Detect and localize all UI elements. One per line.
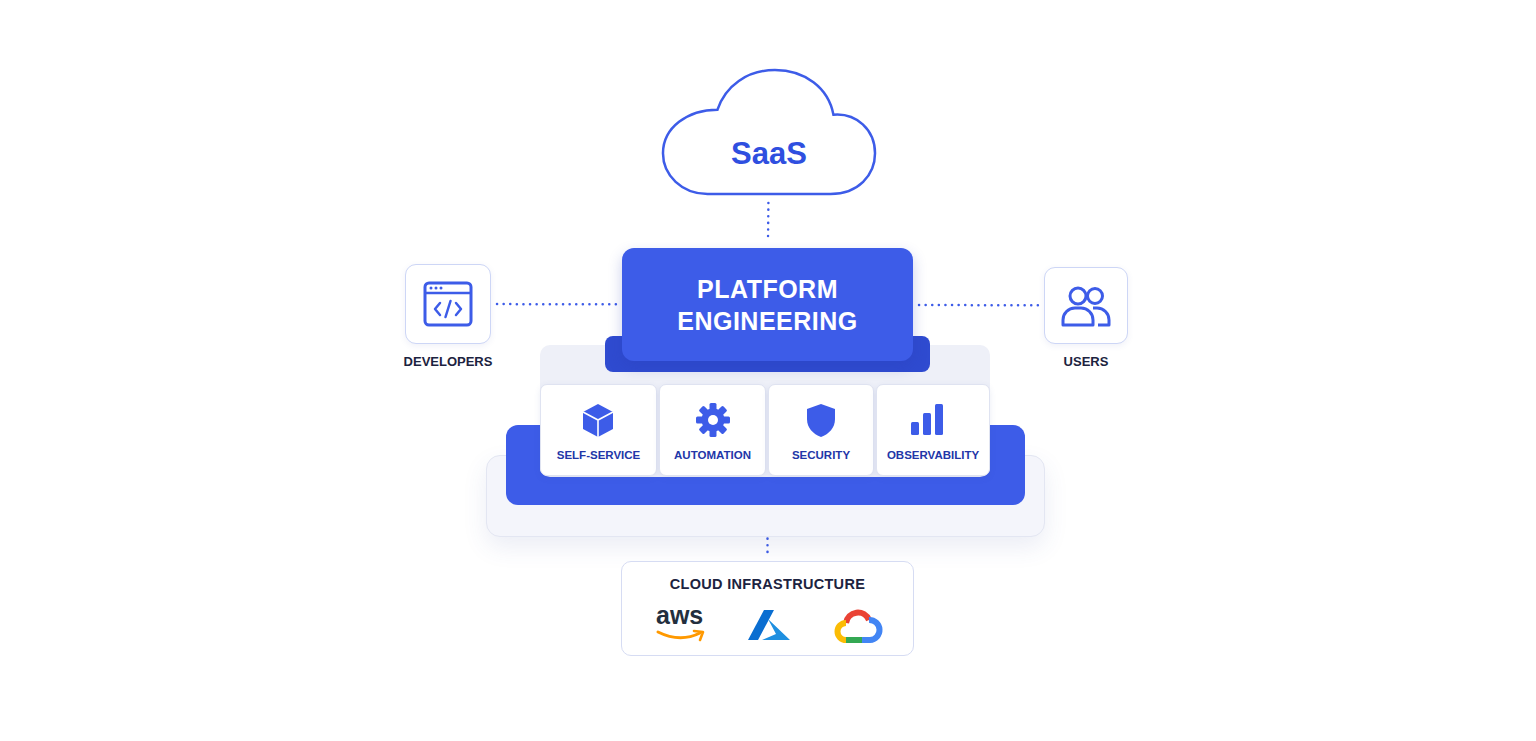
capability-label: AUTOMATION [660, 449, 765, 461]
actor-label: USERS [1064, 354, 1109, 369]
capability-tile: OBSERVABILITY [876, 384, 990, 476]
gear-icon [695, 402, 731, 438]
infrastructure-title: CLOUD INFRASTRUCTURE [622, 576, 913, 592]
google-cloud-logo [833, 607, 881, 645]
cube-icon [581, 402, 615, 439]
cloud-path [663, 70, 875, 194]
shield-icon [805, 402, 837, 439]
cloud-outline [660, 68, 878, 197]
developers-box: DEVELOPERS [405, 264, 491, 344]
users-box: USERS [1044, 267, 1128, 344]
aws-logo-text: aws [656, 602, 703, 628]
actor-label: DEVELOPERS [404, 354, 493, 369]
saas-cloud: SaaS [660, 68, 878, 197]
aws-smile [656, 629, 708, 643]
azure-logo [747, 608, 791, 642]
dotted-connector [767, 203, 770, 242]
dotted-connector [497, 303, 616, 306]
users-icon [1060, 284, 1114, 328]
platform-title: PLATFORM ENGINEERING [662, 273, 873, 337]
code-window-icon [423, 281, 473, 327]
capability-label: OBSERVABILITY [877, 449, 989, 461]
capability-label: SELF-SERVICE [541, 449, 656, 461]
bar-chart-icon [909, 402, 947, 437]
platform-box: PLATFORM ENGINEERING [622, 248, 913, 361]
capability-label: SECURITY [769, 449, 873, 461]
dotted-connector [919, 304, 1038, 307]
cloud-label: SaaS [660, 136, 878, 172]
